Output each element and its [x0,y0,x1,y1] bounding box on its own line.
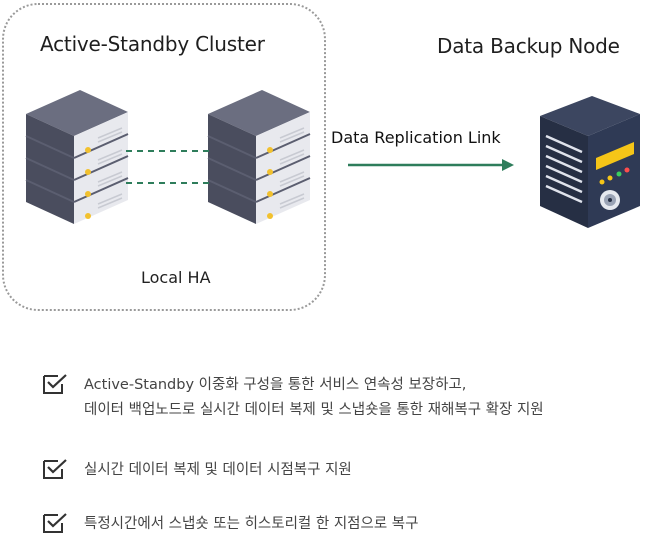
checkbox-check-icon [43,459,67,479]
checkbox-check-icon [43,513,67,533]
backup-node-title: Data Backup Node [437,34,620,58]
local-ha-label: Local HA [141,268,211,287]
feature-text-1-line1: Active-Standby 이중화 구성을 통한 서비스 연속성 보장하고, [84,377,467,393]
server-right-icon [207,90,311,224]
feature-text-1-line2: 데이터 백업노드로 실시간 데이터 복제 및 스냅숏을 통한 재해복구 확장 지… [84,402,544,418]
active-standby-cluster-box [2,3,326,311]
feature-text-2: 실시간 데이터 복제 및 데이터 시점복구 지원 [84,462,352,478]
checkbox-check-icon [43,374,67,394]
feature-text-3: 특정시간에서 스냅숏 또는 히스토리컬 한 지점으로 복구 [84,516,419,532]
cluster-title: Active-Standby Cluster [40,32,265,56]
backup-server-icon [540,96,640,228]
ha-dashed-links [126,150,210,184]
feature-text-1: Active-Standby 이중화 구성을 통한 서비스 연속성 보장하고, … [84,373,544,423]
server-left-icon [25,90,129,224]
replication-arrow-icon [348,159,514,171]
replication-link-label: Data Replication Link [331,128,501,147]
